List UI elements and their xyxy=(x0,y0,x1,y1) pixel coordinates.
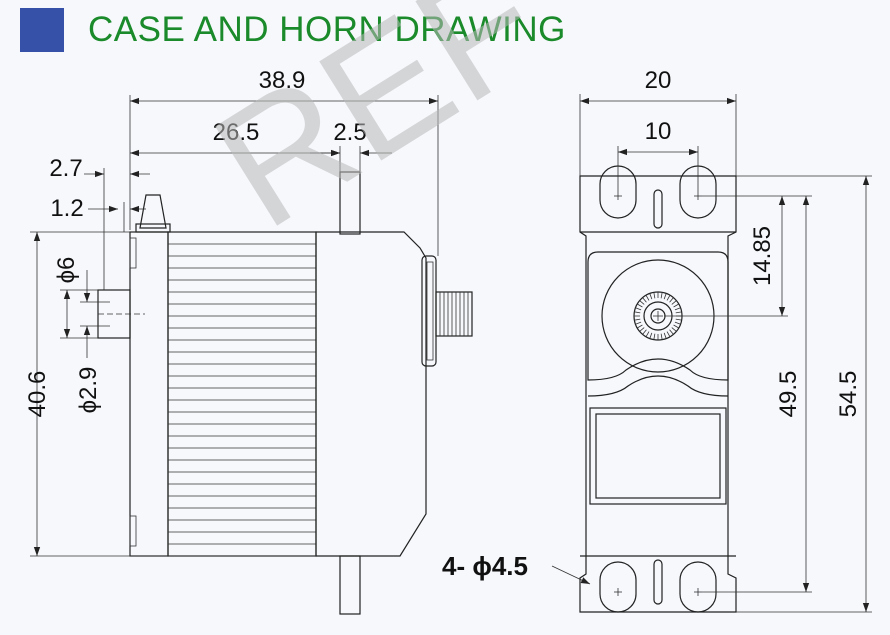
top-mount-tab xyxy=(339,171,361,235)
dim-spline-offset: 2.5 xyxy=(333,119,366,146)
output-spline xyxy=(435,291,473,337)
bottom-mount-tab xyxy=(339,555,361,615)
dim-overall-height: 54.5 xyxy=(835,371,862,418)
mount-hole-bottom-right xyxy=(679,561,717,613)
label-panel-inner xyxy=(595,413,721,499)
side-dimensions: 38.9 26.5 2.5 2.7 1.2 ϕ6 ϕ2.9 40 xyxy=(24,67,439,557)
front-view xyxy=(579,165,737,613)
body-ribs xyxy=(168,243,316,545)
mount-hole-bottom-left xyxy=(599,561,637,613)
dim-hole-spacing-height: 49.5 xyxy=(775,371,802,418)
dim-hole-spacing-width: 10 xyxy=(645,118,672,145)
dim-overall-length: 38.9 xyxy=(259,67,306,94)
watermark: REF xyxy=(184,0,573,264)
page-title: CASE AND HORN DRAWING xyxy=(88,10,566,49)
ribbed-body xyxy=(167,231,317,557)
dim-boss-diameter: ϕ6 xyxy=(53,257,80,284)
mount-hole-top-left xyxy=(599,165,637,219)
dim-horn-to-top: 14.85 xyxy=(749,226,776,286)
front-outline xyxy=(579,175,737,613)
front-dimensions: 20 10 14.85 49.5 54.5 4- ϕ4.5 xyxy=(442,67,872,613)
dim-body-length: 26.5 xyxy=(213,119,260,146)
dim-hole-diameter: ϕ2.9 xyxy=(75,367,102,414)
rear-cap-notch-top xyxy=(129,237,137,269)
dim-overall-width: 20 xyxy=(645,67,672,94)
title-marker xyxy=(20,8,64,52)
dim-height: 40.6 xyxy=(24,371,51,418)
lower-housing-curve xyxy=(587,375,729,397)
label-panel xyxy=(589,407,727,505)
wire-boss xyxy=(139,194,167,229)
spline-teeth xyxy=(439,292,469,336)
output-flange-inner xyxy=(426,261,434,361)
gear-housing xyxy=(587,251,729,381)
dim-tab-thickness: 1.2 xyxy=(50,195,83,222)
mount-hole-callout: 4- ϕ4.5 xyxy=(442,551,528,581)
mount-hole-top-right xyxy=(679,165,717,219)
rear-cap-notch-bottom xyxy=(129,515,137,547)
rear-cap xyxy=(129,231,169,557)
dim-tab-offset: 2.7 xyxy=(49,155,82,182)
front-case xyxy=(315,231,427,557)
title-bar: CASE AND HORN DRAWING xyxy=(20,8,566,52)
output-flange xyxy=(421,255,437,367)
